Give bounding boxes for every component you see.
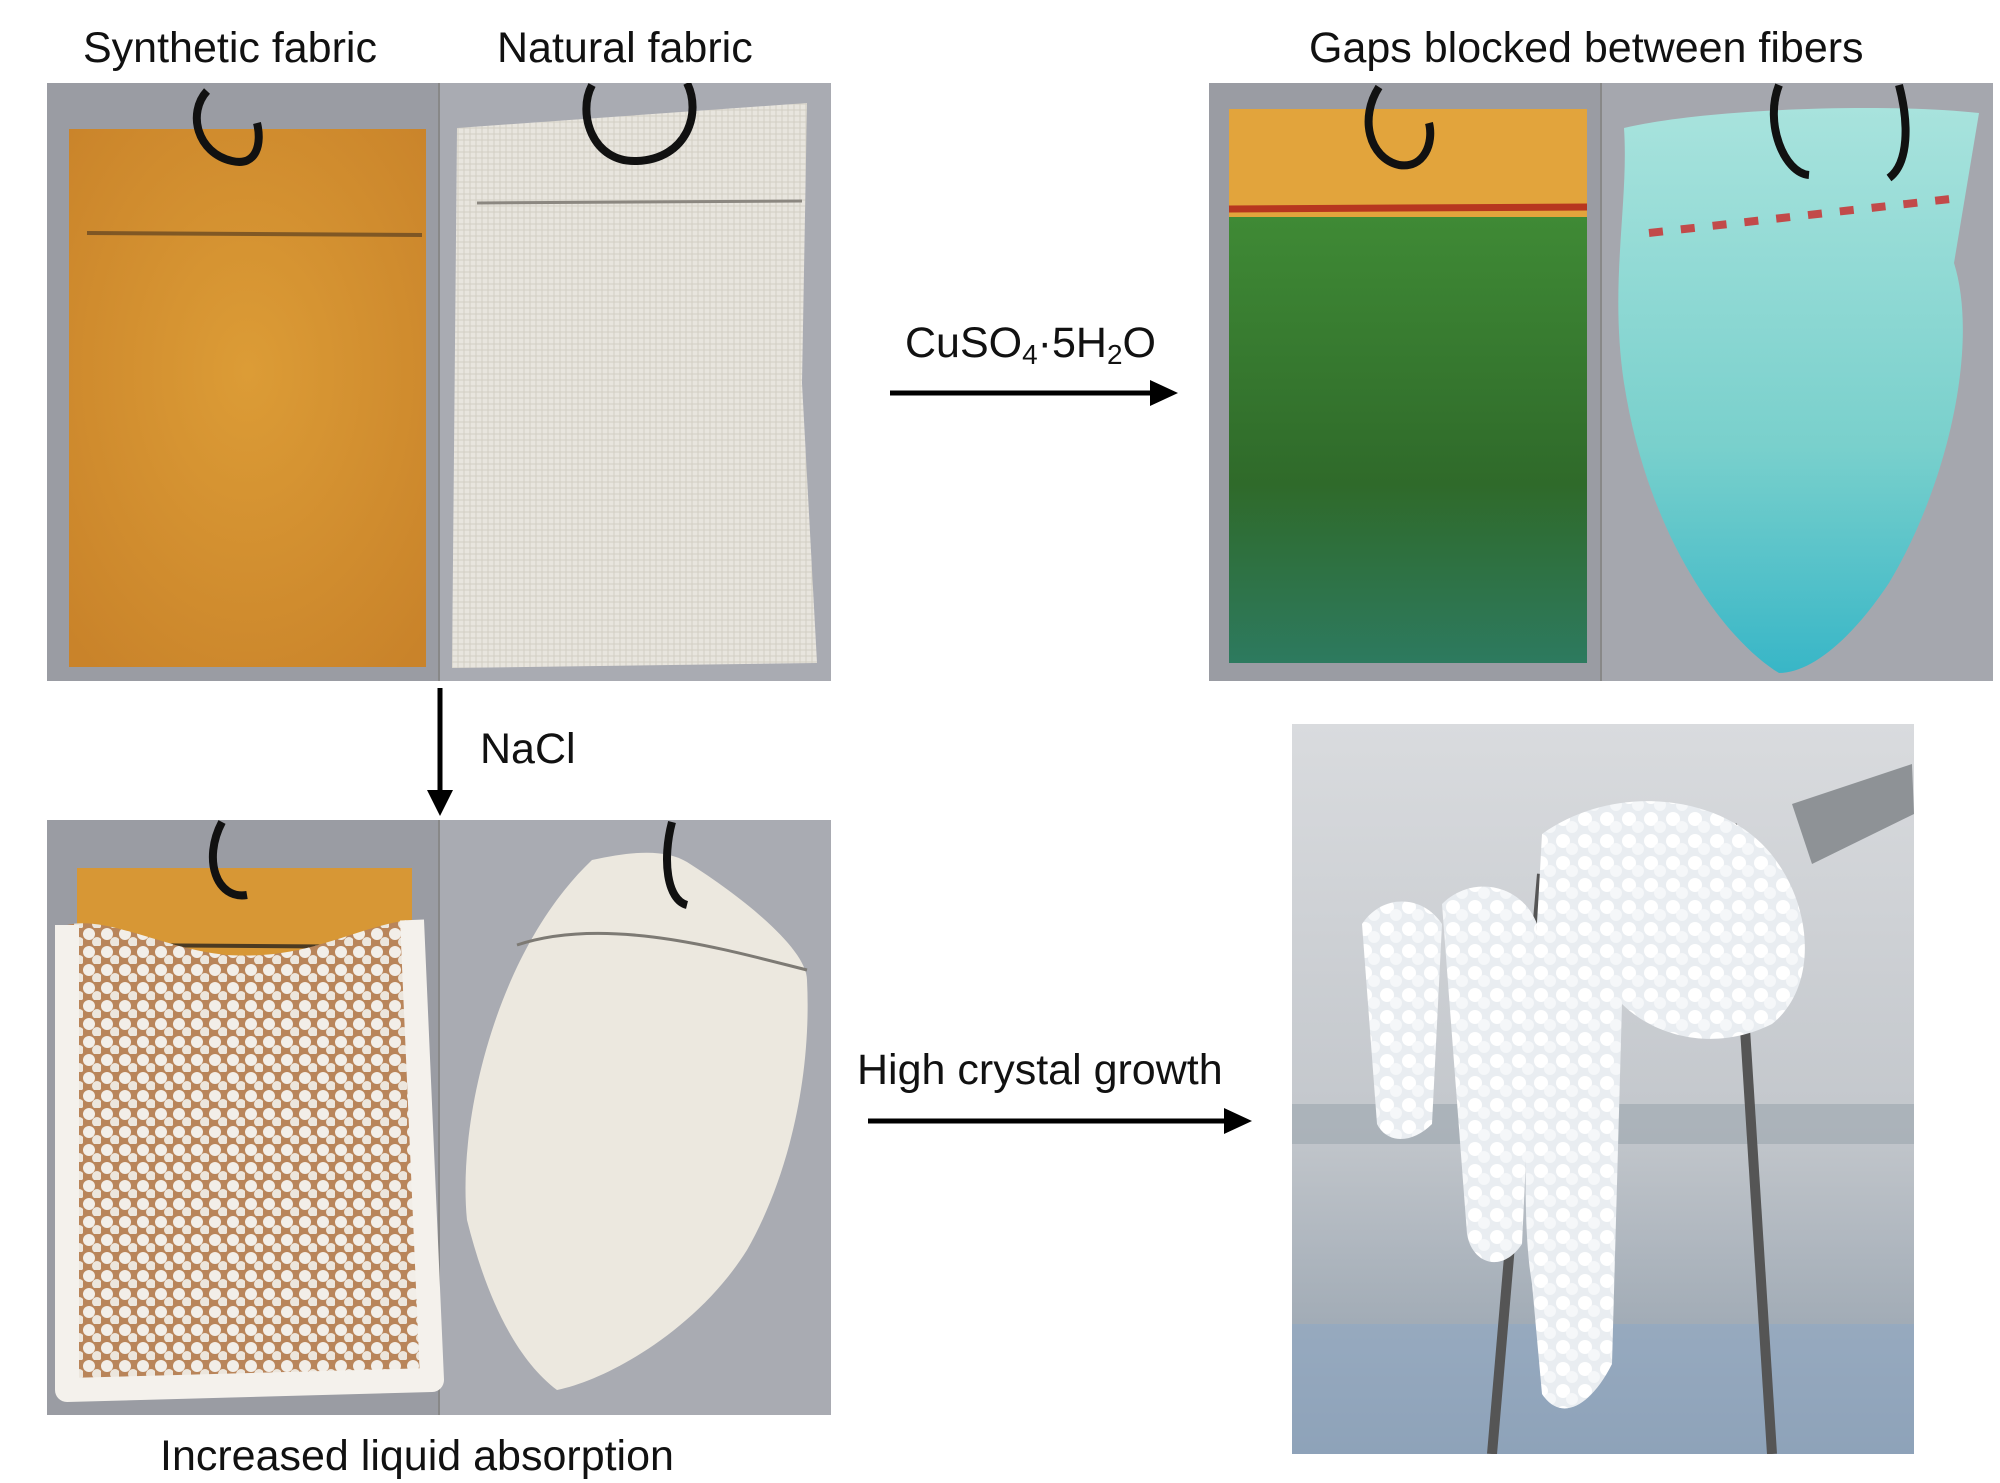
photo-original-fabrics xyxy=(47,83,831,681)
label-increased-absorption: Increased liquid absorption xyxy=(160,1432,674,1480)
label-reagent-cuso4: CuSO4·5H2O xyxy=(905,319,1156,369)
reagent-cuso4-mid: ·5H xyxy=(1037,319,1107,367)
reagent-cuso4-sub2: 2 xyxy=(1106,338,1123,370)
photo-copper-sulfate-fabrics xyxy=(1209,83,1993,681)
label-reagent-nacl: NaCl xyxy=(480,725,576,773)
label-natural-fabric: Natural fabric xyxy=(497,24,753,72)
photo-crystal-growth xyxy=(1292,724,1914,1454)
arrow-right-icon xyxy=(890,380,1178,406)
reagent-cuso4-prefix: CuSO xyxy=(905,319,1023,367)
reagent-cuso4-suffix: O xyxy=(1122,319,1156,367)
label-gaps-blocked: Gaps blocked between fibers xyxy=(1309,24,1864,72)
photo-nacl-fabrics xyxy=(47,820,831,1415)
arrow-right-icon xyxy=(868,1108,1252,1134)
reagent-cuso4-sub1: 4 xyxy=(1022,338,1038,370)
arrow-down-icon xyxy=(427,688,453,816)
label-high-crystal-growth: High crystal growth xyxy=(857,1046,1223,1094)
label-synthetic-fabric: Synthetic fabric xyxy=(83,24,377,72)
